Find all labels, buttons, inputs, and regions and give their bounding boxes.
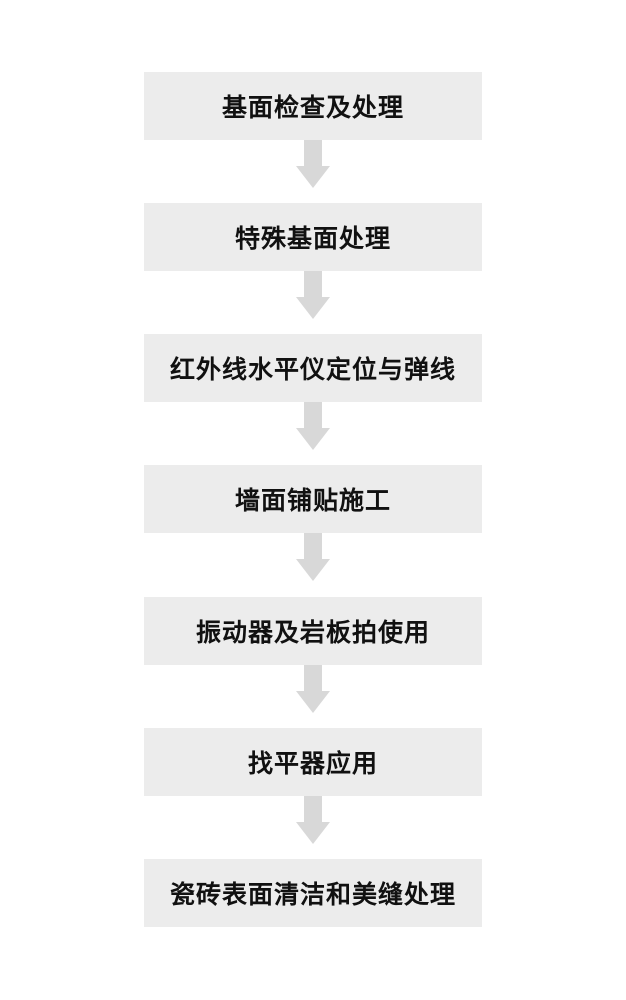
step-6-box: 找平器应用 [144,728,482,796]
step-6-label: 找平器应用 [247,749,378,778]
down-arrow-icon [296,140,330,188]
step-2-box: 特殊基面处理 [144,203,482,271]
down-arrow-icon [296,665,330,713]
step-3-box: 红外线水平仪定位与弹线 [144,334,482,402]
step-7-label: 瓷砖表面清洁和美缝处理 [169,880,456,909]
step-4-label: 墙面铺贴施工 [234,486,391,515]
down-arrow-icon [296,402,330,450]
down-arrow-icon [296,533,330,581]
step-4-box: 墙面铺贴施工 [144,465,482,533]
step-3-label: 红外线水平仪定位与弹线 [169,355,456,384]
down-arrow-icon [296,271,330,319]
step-1-label: 基面检查及处理 [221,93,404,122]
step-1-box: 基面检查及处理 [144,72,482,140]
down-arrow-icon [296,796,330,844]
step-5-label: 振动器及岩板拍使用 [195,618,430,647]
step-7-box: 瓷砖表面清洁和美缝处理 [144,859,482,927]
step-5-box: 振动器及岩板拍使用 [144,597,482,665]
step-2-label: 特殊基面处理 [234,224,391,253]
